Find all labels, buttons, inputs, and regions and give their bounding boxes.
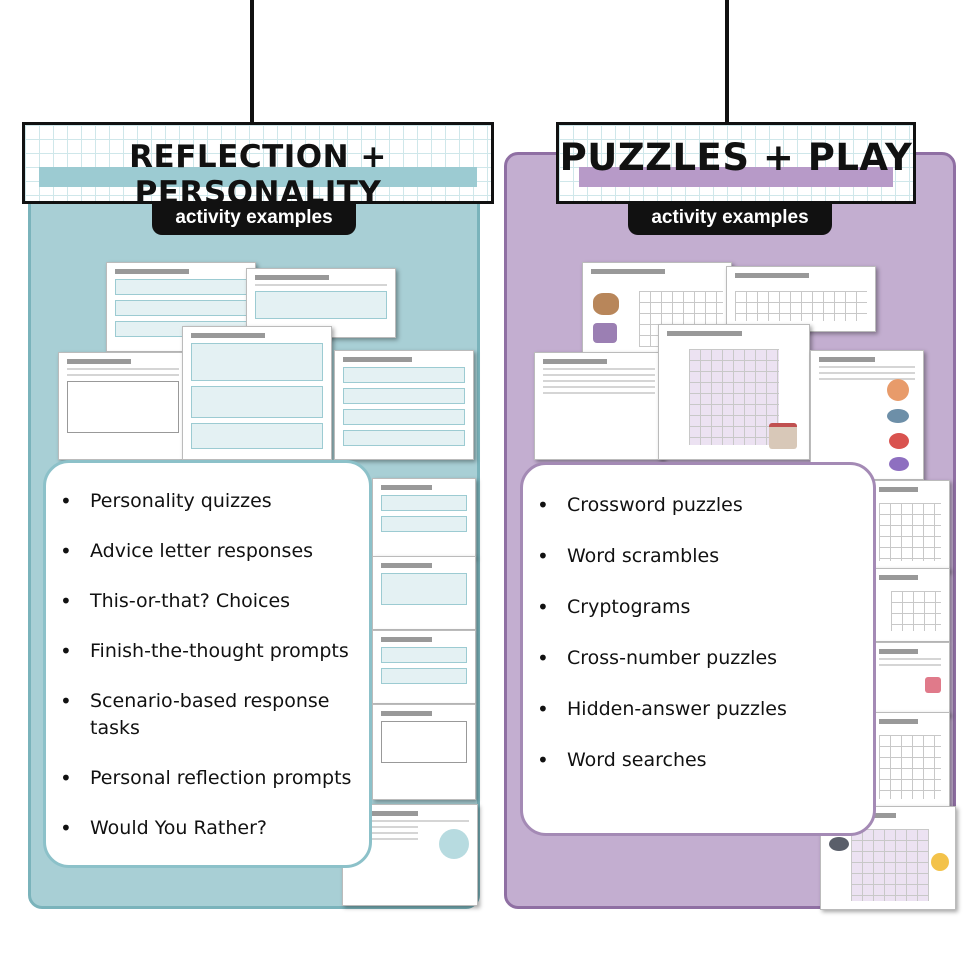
worksheet-illustration-icon [439,829,469,859]
worksheet-thumbnail [726,266,876,332]
list-item: Finish-the-thought prompts [46,638,369,665]
octopus-icon [887,379,909,401]
worksheet-thumbnail [58,352,188,460]
worksheet-thumbnail [870,712,950,810]
worksheet-thumbnail [658,324,810,460]
reflection-title-banner: REFLECTION + PERSONALITY [22,122,494,211]
reflection-title: REFLECTION + PERSONALITY [129,139,387,211]
list-item: Cross-number puzzles [523,645,873,672]
list-item: Cryptograms [523,594,873,621]
worksheet-thumbnail [870,480,950,572]
map-shape-icon [925,677,941,693]
calendar-icon [769,423,797,449]
violin-icon [593,293,619,315]
list-item: Word scrambles [523,543,873,570]
reflection-subtitle: activity examples [152,203,356,235]
worksheet-thumbnail [810,350,924,480]
list-item: Personal reflection prompts [46,765,369,792]
fish-icon [889,457,909,471]
worksheet-thumbnail [334,350,474,460]
worksheet-thumbnail [372,704,476,800]
worksheet-thumbnail [582,262,732,358]
worksheet-thumbnail [534,352,664,460]
crab-icon [889,433,909,449]
list-item: Word searches [523,747,873,774]
list-item: This-or-that? Choices [46,588,369,615]
worksheet-thumbnail [106,262,256,352]
list-item: Advice letter responses [46,538,369,565]
puzzles-activity-list: Crossword puzzles Word scrambles Cryptog… [520,462,876,836]
shark-icon [887,409,909,423]
list-item: Scenario-based response tasks [46,688,369,742]
list-item: Would You Rather? [46,815,369,842]
storm-cloud-icon [829,837,849,851]
worksheet-thumbnail [182,326,332,460]
drum-icon [593,323,617,343]
reflection-activity-list: Personality quizzes Advice letter respon… [43,460,372,868]
list-item: Crossword puzzles [523,492,873,519]
puzzles-title: PUZZLES + PLAY [559,136,913,179]
hanging-string-right [725,0,729,124]
list-item: Hidden-answer puzzles [523,696,873,723]
worksheet-thumbnail [372,478,476,558]
worksheet-thumbnail [372,630,476,704]
sun-icon [931,853,949,871]
worksheet-thumbnail [870,568,950,642]
puzzles-subtitle: activity examples [628,203,832,235]
worksheet-thumbnail [372,556,476,630]
puzzles-title-banner: PUZZLES + PLAY [556,122,916,204]
hanging-string-left [250,0,254,124]
list-item: Personality quizzes [46,488,369,515]
worksheet-thumbnail [870,642,950,716]
